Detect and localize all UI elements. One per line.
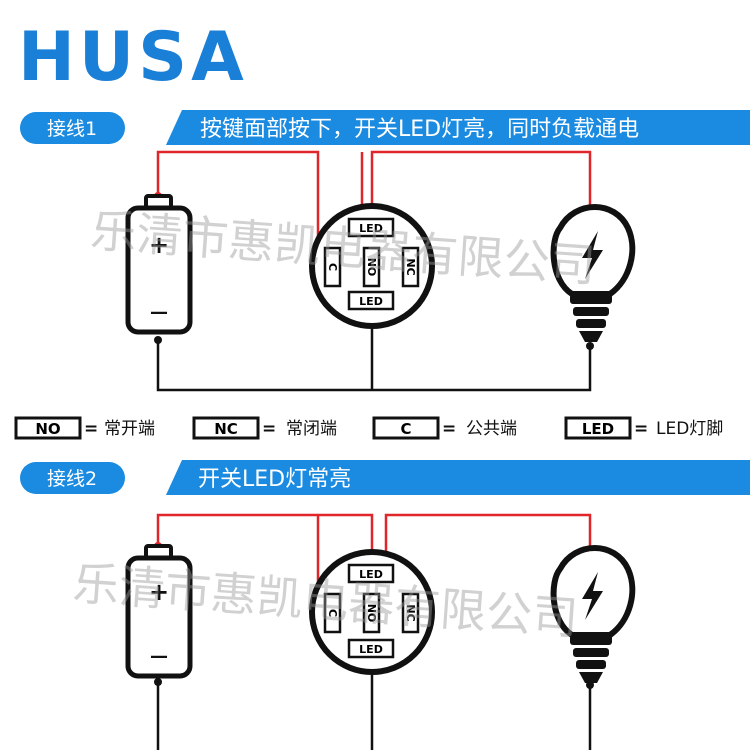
switch-led-bottom-label: LED: [359, 295, 383, 308]
section1-description: 按键面部按下，开关LED灯亮，同时负载通电: [200, 117, 639, 142]
legend-item-led: LED = LED灯脚: [564, 416, 723, 440]
diagram2-black-wires: [156, 667, 592, 750]
switch-c-label: C: [326, 263, 339, 271]
legend-item-c: C = 公共端: [372, 416, 517, 440]
brand-logo: HUSA: [18, 18, 248, 97]
legend-equals: =: [84, 419, 98, 439]
battery-icon: + —: [125, 544, 193, 679]
diagram2: + — LED LED C NO NC: [125, 513, 636, 750]
lightbulb-icon: [550, 204, 636, 342]
battery-minus: —: [150, 646, 168, 667]
legend-nc-code: NC: [214, 420, 238, 438]
section2-tag-pill: [20, 462, 125, 494]
legend-item-nc: NC = 常闭端: [192, 416, 337, 440]
lightning-bolt-icon: [582, 231, 603, 279]
legend-equals: =: [634, 419, 648, 439]
legend-c-meaning: 公共端: [466, 419, 517, 439]
battery-icon: + —: [125, 194, 193, 335]
legend-equals: =: [442, 419, 456, 439]
section2-banner: [166, 460, 750, 495]
legend-equals: =: [262, 419, 276, 439]
switch-led-bottom-label: LED: [359, 643, 383, 656]
battery-plus: +: [149, 578, 169, 606]
section1-tag: 接线1: [47, 118, 97, 140]
section2-description: 开关LED灯常亮: [198, 467, 351, 492]
legend-no-meaning: 常开端: [104, 419, 155, 439]
legend-led-meaning: LED灯脚: [656, 419, 723, 439]
diagram1: + — LED LED C NO NC: [125, 150, 636, 392]
switch-no-label: NO: [365, 604, 378, 623]
section2-tag: 接线2: [47, 468, 97, 490]
logo-text: HUSA: [18, 18, 248, 97]
lightbulb-icon: [550, 545, 636, 683]
switch-icon: LED LED C NO NC: [309, 203, 435, 329]
switch-led-top-label: LED: [359, 222, 383, 235]
switch-led-top-label: LED: [359, 568, 383, 581]
legend-item-no: NO = 常开端: [14, 416, 155, 440]
section2-header: 接线2 开关LED灯常亮: [20, 460, 750, 495]
switch-nc-label: NC: [404, 258, 417, 275]
legend: NO = 常开端 NC = 常闭端 C = 公共端 LED = LED灯脚: [14, 416, 723, 440]
legend-led-code: LED: [582, 420, 614, 438]
lightning-bolt-icon: [582, 572, 603, 620]
section1-tag-pill: [20, 112, 125, 144]
section1-banner: [166, 110, 750, 145]
legend-no-code: NO: [35, 420, 60, 438]
diagram1-black-wires: [156, 318, 592, 392]
switch-nc-label: NC: [404, 604, 417, 621]
battery-minus: —: [150, 302, 168, 323]
switch-no-label: NO: [365, 258, 378, 277]
switch-icon: LED LED C NO NC: [309, 549, 435, 675]
legend-nc-meaning: 常闭端: [286, 419, 337, 439]
legend-c-code: C: [400, 420, 411, 438]
section1-header: 接线1 按键面部按下，开关LED灯亮，同时负载通电: [20, 110, 750, 145]
switch-c-label: C: [326, 609, 339, 617]
battery-plus: +: [149, 231, 169, 259]
